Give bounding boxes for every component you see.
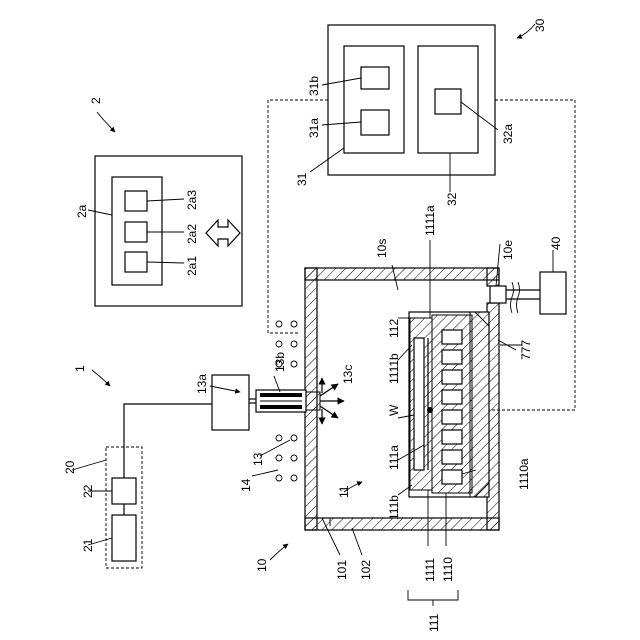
label-20: 20 <box>63 460 77 474</box>
label-112: 112 <box>387 319 401 338</box>
label-111b: 111b <box>387 495 401 520</box>
label-101: 101 <box>335 560 349 580</box>
label-31b: 31b <box>307 76 321 96</box>
label-13c: 13c <box>341 365 355 384</box>
label-10e: 10e <box>501 240 515 260</box>
label-1111: 1111 <box>423 558 437 582</box>
gas-supply-20 <box>106 404 212 568</box>
label-2: 2 <box>89 97 103 104</box>
label-2a2: 2a2 <box>185 224 199 244</box>
label-777: 777 <box>519 340 533 360</box>
label-13a: 13a <box>195 374 209 394</box>
label-11: 11 <box>337 485 351 498</box>
label-10: 10 <box>255 558 269 572</box>
unit-32a-box <box>435 89 461 114</box>
label-22: 22 <box>81 484 95 498</box>
label-21: 21 <box>81 538 95 552</box>
label-1111b: 1111b <box>387 353 401 384</box>
label-1111a: 1111a <box>423 205 437 236</box>
label-31a: 31a <box>307 118 321 138</box>
label-40: 40 <box>549 236 563 250</box>
pump-40-box <box>540 272 566 314</box>
label-2a1: 2a1 <box>185 256 199 276</box>
label-32: 32 <box>445 192 459 206</box>
label-14: 14 <box>239 478 253 492</box>
label-2a: 2a <box>75 204 89 218</box>
label-1110a: 1110a <box>517 458 531 490</box>
label-30: 30 <box>533 18 547 32</box>
label-W: W <box>387 404 401 416</box>
label-32a: 32a <box>501 124 515 144</box>
program-31a-box <box>361 110 389 135</box>
label-111: 111 <box>427 613 441 632</box>
memory-31-box <box>344 46 404 153</box>
plasma-source-13 <box>212 321 344 481</box>
label-2a3: 2a3 <box>185 190 199 210</box>
label-1110: 1110 <box>441 557 455 582</box>
label-10s: 10s <box>375 239 389 258</box>
label-31: 31 <box>295 172 309 186</box>
program-31b-box <box>361 67 389 89</box>
label-102: 102 <box>359 560 373 580</box>
label-13b: 13b <box>273 352 287 372</box>
label-13: 13 <box>251 452 265 466</box>
label-1: 1 <box>73 365 87 372</box>
stage-111 <box>409 312 489 497</box>
label-111a: 111a <box>387 445 401 470</box>
controller-30 <box>328 25 495 175</box>
